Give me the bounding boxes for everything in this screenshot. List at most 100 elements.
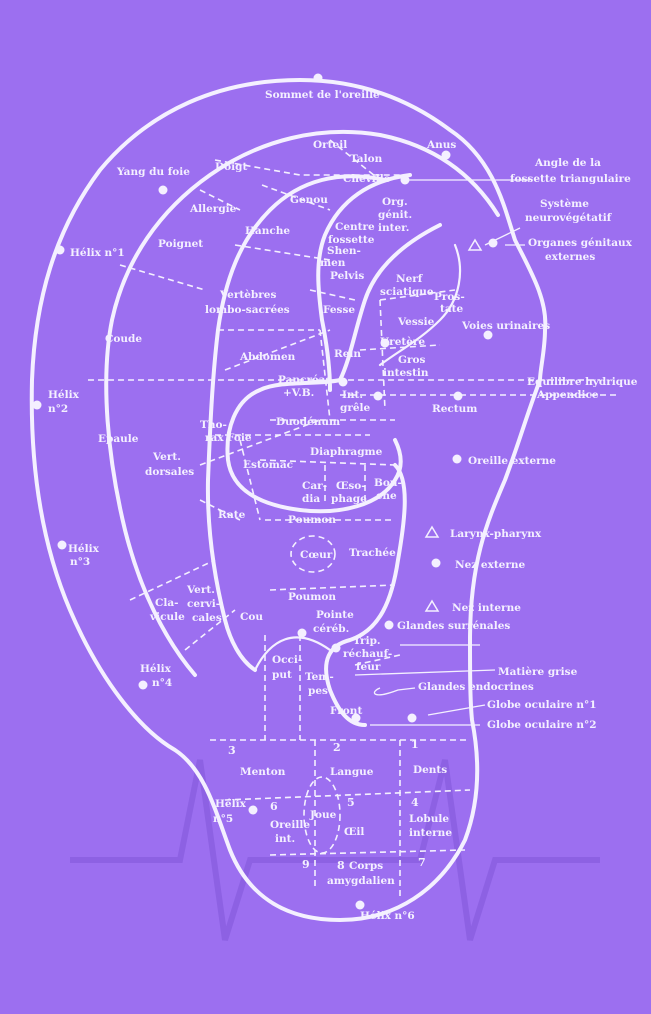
- label-appendice: Appendice: [536, 389, 599, 401]
- label-vert-d-1: Vert.: [152, 451, 181, 463]
- label-glandes-surrenales: Glandes surrénales: [397, 620, 510, 632]
- triangle-nez-interne: [424, 599, 440, 612]
- label-lobule-1: Lobule: [409, 813, 449, 825]
- label-oeso-2: phage: [331, 493, 367, 505]
- label-oreille-ext: Oreille externe: [468, 455, 556, 467]
- label-shen-1: Shen-: [327, 245, 361, 257]
- label-prostate-2: tate: [440, 303, 464, 315]
- label-systeme-2: neurovégétatif: [525, 212, 613, 224]
- label-int-1: Int.: [342, 389, 363, 401]
- label-front: Front: [330, 705, 362, 717]
- label-num-8: 8: [337, 859, 345, 872]
- label-vert-d-2: dorsales: [145, 466, 194, 478]
- label-corps-2: amygdalien: [327, 875, 395, 887]
- label-rectum: Rectum: [432, 403, 477, 415]
- label-trip-3: feur: [356, 661, 381, 673]
- label-helix-1: Hélix n°1: [70, 247, 125, 259]
- label-uretere: Uretère: [380, 336, 425, 348]
- label-num-2: 2: [333, 741, 341, 754]
- label-coeur: Cœur: [300, 549, 333, 561]
- label-occiput-1: Occi-: [272, 654, 302, 666]
- concha-rim: [225, 173, 442, 514]
- label-matiere-grise: Matière grise: [498, 666, 578, 678]
- label-num-1: 1: [411, 738, 419, 751]
- label-org-2: génit.: [378, 209, 412, 221]
- ear-outline: [29, 78, 548, 922]
- label-cardia-1: Car-: [302, 480, 327, 492]
- label-hanche: Hanche: [245, 225, 290, 237]
- label-orteil: Orteil: [313, 139, 347, 151]
- label-talon: Talon: [350, 153, 383, 165]
- label-organes-ext-2: externes: [545, 251, 595, 263]
- label-num-3: 3: [228, 744, 236, 757]
- label-yang-foie: Yang du foie: [116, 166, 190, 178]
- label-helix-2b: n°2: [48, 403, 68, 415]
- label-vertebres-1: Vertèbres: [219, 289, 276, 301]
- tragus-rim: [324, 463, 407, 727]
- triangle-markers: [424, 238, 483, 612]
- label-thorax-2: rax: [205, 432, 224, 444]
- label-poumon-1: Poumon: [288, 514, 336, 526]
- label-vessie: Vessie: [397, 316, 435, 328]
- label-duodenum: Duodénum: [276, 416, 340, 428]
- label-langue: Langue: [330, 766, 374, 778]
- label-doigt: Doigt: [215, 161, 247, 173]
- crus-rim: [378, 243, 462, 367]
- zone-labels: Sommet de l'oreille Orteil Talon Anus Ch…: [48, 89, 638, 922]
- label-gros-2: intestin: [383, 367, 429, 379]
- label-num-7: 7: [418, 856, 426, 869]
- label-org-1: Org.: [382, 196, 408, 208]
- label-rein: Rein: [334, 348, 361, 360]
- label-pancreas-2: +V.B.: [283, 387, 314, 399]
- label-anus: Anus: [426, 139, 456, 151]
- label-bouche-1: Bou-: [374, 477, 402, 489]
- label-lobule-2: interne: [409, 827, 452, 839]
- label-vertebres-2: lombo-sacrées: [205, 304, 290, 316]
- label-centre-1: Centre: [335, 221, 375, 233]
- label-dents: Dents: [413, 764, 447, 776]
- label-shen-2: men: [320, 257, 346, 269]
- label-voies-urinaires: Voies urinaires: [461, 320, 550, 332]
- label-epaule: Epaule: [98, 433, 139, 445]
- leader-lines: [354, 179, 530, 726]
- label-vert-c-2: cervi-: [187, 598, 220, 610]
- label-tempes-1: Tem-: [305, 671, 334, 683]
- label-pointe-2: céréb.: [313, 623, 349, 635]
- label-oreille-int-1: Oreille: [270, 819, 310, 831]
- label-org-3: inter.: [378, 222, 409, 234]
- label-nez-interne: Nez interne: [452, 602, 521, 614]
- label-pelvis: Pelvis: [330, 270, 364, 282]
- label-abdomen: Abdomen: [239, 351, 296, 363]
- label-organes-ext-1: Organes génitaux: [528, 237, 633, 249]
- label-helix-3b: n°3: [70, 556, 90, 568]
- label-oeil: Œil: [344, 826, 364, 838]
- label-oreille-int-2: int.: [275, 833, 295, 845]
- label-helix-4a: Hélix: [140, 663, 172, 675]
- label-foie: Foie: [227, 432, 252, 444]
- label-globe-1: Globe oculaire n°1: [487, 699, 597, 711]
- label-poignet: Poignet: [158, 238, 203, 250]
- label-fesse: Fesse: [323, 304, 355, 316]
- label-pointe-1: Pointe: [316, 609, 354, 621]
- label-genou: Genou: [290, 194, 328, 206]
- triangle-systeme: [467, 238, 483, 251]
- label-oeso-1: Œso-: [336, 480, 366, 492]
- label-coude: Coude: [105, 333, 142, 345]
- label-centre-2: fossette: [328, 234, 375, 246]
- label-cou: Cou: [240, 611, 263, 623]
- label-helix-5b: n°5: [213, 813, 233, 825]
- label-num-9: 9: [302, 858, 310, 871]
- label-vert-c-3: cales: [192, 612, 222, 624]
- label-cheville: Cheville: [343, 173, 391, 185]
- label-cardia-2: dia: [302, 493, 320, 505]
- label-diaphragme: Diaphragme: [310, 446, 383, 458]
- label-larynx: Larynx-pharynx: [450, 528, 542, 540]
- label-clavicule-1: Cla-: [155, 597, 179, 609]
- label-equilibre: Equilibre hydrique: [527, 376, 638, 388]
- label-corps-1: Corps: [349, 860, 383, 872]
- label-helix-5a: Hélix: [215, 798, 247, 810]
- label-clavicule-2: vicule: [149, 611, 185, 623]
- antitragus-rim: [253, 636, 332, 672]
